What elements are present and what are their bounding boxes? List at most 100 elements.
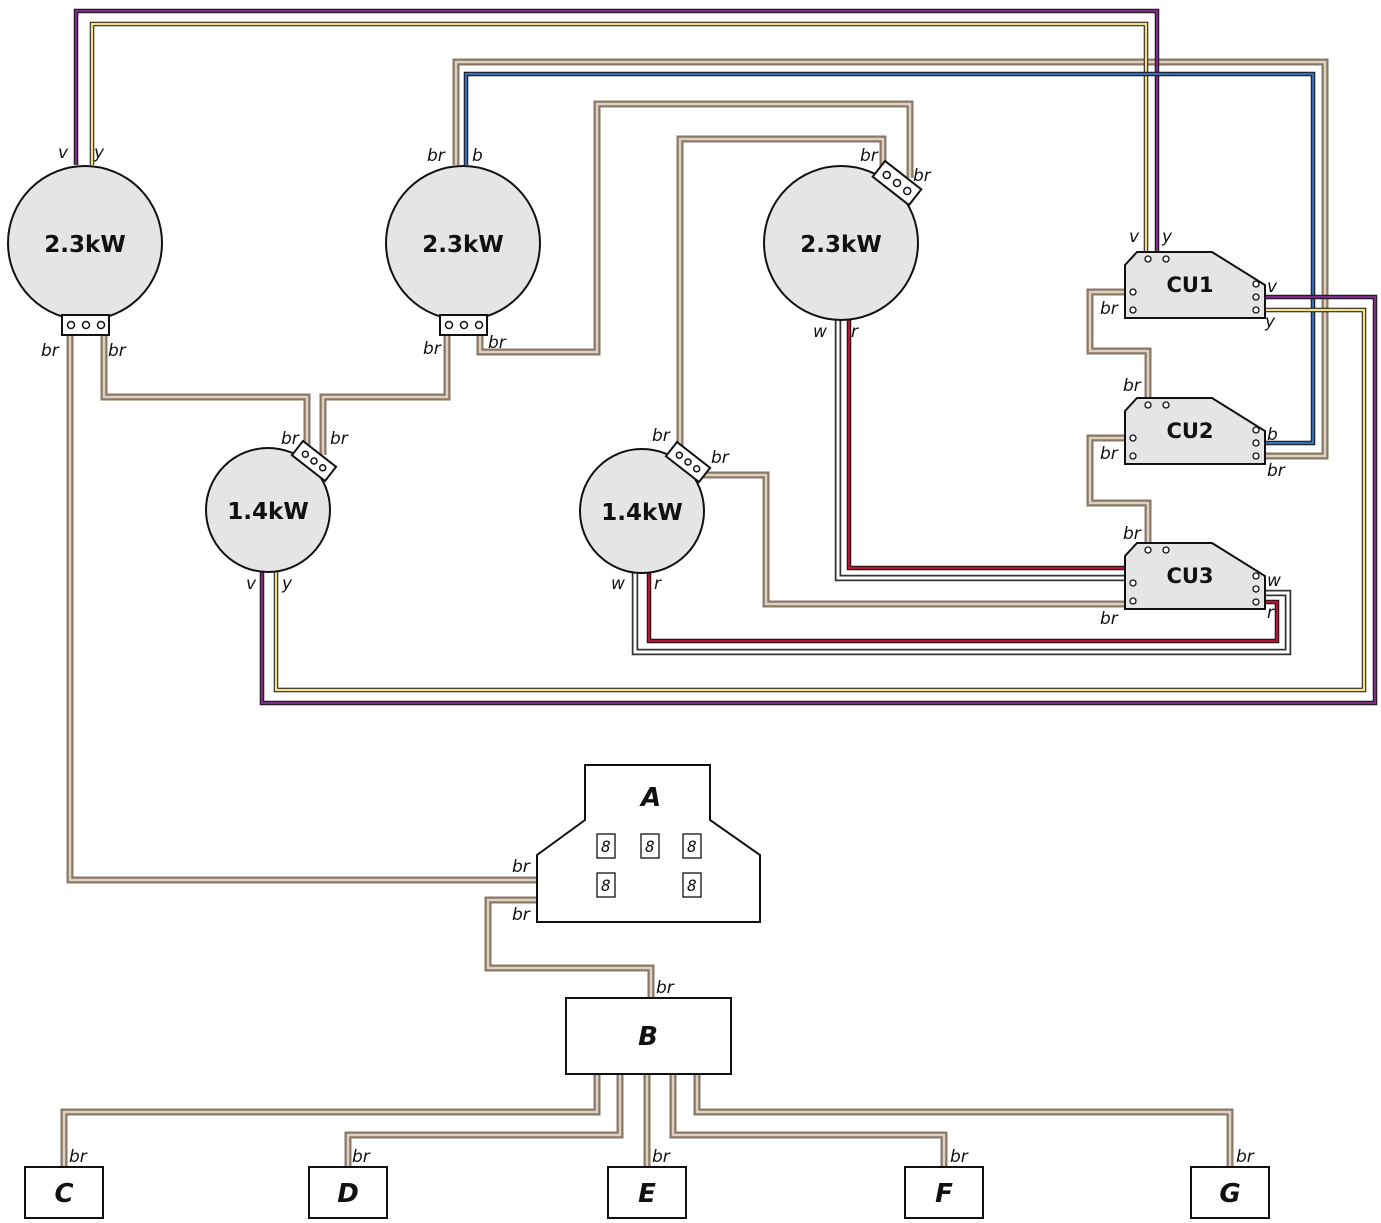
terminal-hole [1252, 452, 1260, 460]
display-digit [682, 833, 702, 859]
control-unit-cu2[interactable]: CU2 [1124, 397, 1266, 465]
heater-2-3kw-middle[interactable]: 2.3kW [385, 165, 541, 336]
unit-c-label: C [54, 1179, 73, 1209]
heater-1-4kw-right[interactable]: 1.4kW [579, 440, 712, 574]
wire-label-white: w [1267, 571, 1281, 591]
heater-body [579, 448, 705, 574]
heater-2-3kw-left[interactable]: 2.3kW [7, 165, 163, 336]
wire-label-brown: br [860, 146, 879, 166]
yellow-wire-outline [273, 307, 1367, 693]
terminal-hole [1252, 306, 1260, 314]
brown-wire-core [68, 335, 537, 882]
wire-label-blue: b [472, 146, 483, 166]
display-digit-value: 8 [687, 876, 697, 895]
heater-1-4kw-left[interactable]: 1.4kW [205, 439, 338, 573]
terminal-hole [1162, 255, 1170, 263]
terminal-hole [1129, 288, 1137, 296]
wire-label-brown: br [41, 341, 60, 361]
unit-e-label: E [638, 1179, 656, 1209]
wire-label-yellow: y [281, 574, 293, 594]
wire-label-yellow: y [93, 143, 105, 163]
wire-label-brown: br [652, 426, 671, 446]
unit-b[interactable]: B [565, 997, 732, 1075]
wire-label-brown: br [1123, 376, 1142, 396]
wire-label-brown: br [352, 1147, 371, 1167]
terminal-hole [81, 320, 91, 330]
terminal-hole [1162, 401, 1170, 409]
control-unit-cu3[interactable]: CU3 [1124, 542, 1266, 610]
control-unit-label: CU2 [1166, 419, 1213, 443]
unit-e[interactable]: E [607, 1166, 687, 1219]
white-wire [836, 320, 1125, 580]
heater-2-3kw-right[interactable]: 2.3kW [763, 159, 923, 321]
terminal-hole [1252, 598, 1260, 606]
wire-label-brown: br [1100, 609, 1119, 629]
unit-a[interactable]: A 8 8 8 8 8 [536, 764, 761, 923]
red-wire [647, 572, 1279, 643]
control-unit-body [1124, 542, 1266, 610]
display-digit-value: 8 [601, 837, 611, 856]
terminal-hole [1252, 572, 1260, 580]
heater-body [205, 447, 331, 573]
heater-label: 2.3kW [422, 232, 503, 258]
terminal-hole [1144, 255, 1152, 263]
display-digit-value: 8 [601, 876, 611, 895]
unit-c[interactable]: C [24, 1166, 104, 1219]
unit-g-label: G [1219, 1179, 1240, 1209]
wire-label-brown: br [108, 341, 127, 361]
display-digit-value: 8 [645, 837, 655, 856]
brown-wire [344, 1074, 624, 1167]
terminal-hole [444, 320, 454, 330]
unit-d-label: D [337, 1179, 359, 1209]
wire-label-brown: br [1100, 444, 1119, 464]
heater-body [763, 165, 919, 321]
display-digit [682, 872, 702, 898]
control-unit-label: CU3 [1166, 564, 1213, 588]
unit-g[interactable]: G [1190, 1166, 1270, 1219]
white-wire [633, 572, 1290, 654]
display-digit [640, 833, 660, 859]
yellow-wire-outline [89, 21, 1149, 252]
yellow-wire [274, 308, 1366, 692]
terminal-hole [1129, 597, 1137, 605]
red-wire [847, 320, 1125, 570]
terminal-hole [1252, 439, 1260, 447]
unit-f[interactable]: F [904, 1166, 984, 1219]
brown-wire-core [346, 1074, 622, 1167]
terminal-hole [1129, 434, 1137, 442]
wire-label-brown: br [950, 1147, 969, 1167]
brown-wire-core [678, 137, 885, 450]
wire-label-violet: v [58, 143, 69, 163]
wire-label-violet: v [1129, 227, 1140, 247]
heater-terminal-block [664, 440, 712, 484]
white-wire-outline [834, 320, 1125, 582]
terminal-hole [1129, 452, 1137, 460]
brown-wire-core [102, 335, 309, 455]
wire-label-brown: br [512, 857, 531, 877]
brown-wire-core [695, 1074, 1232, 1167]
yellow-wire [90, 22, 1148, 252]
heater-label: 1.4kW [227, 499, 308, 525]
unit-d[interactable]: D [308, 1166, 388, 1219]
red-wire-outline [846, 320, 1125, 571]
wire-label-brown: br [1100, 299, 1119, 319]
violet-wire [74, 9, 1159, 252]
unit-c-body [24, 1166, 104, 1219]
unit-f-label: F [935, 1179, 953, 1209]
wire-label-red: r [654, 574, 662, 594]
control-unit-cu1[interactable]: CU1 [1124, 251, 1266, 319]
unit-d-body [308, 1166, 388, 1219]
wire-label-yellow: y [1264, 312, 1276, 332]
heater-terminal-block [290, 439, 338, 483]
terminal-hole [1252, 280, 1260, 288]
wire-label-red: r [1267, 603, 1275, 623]
wire-labels-layer: v y br br br b br br br br w r br br v y… [41, 143, 1286, 1167]
brown-wire-core [486, 898, 653, 998]
terminal-hole [459, 320, 469, 330]
terminal-hole [1129, 579, 1137, 587]
control-unit-body [1124, 397, 1266, 465]
heater-label: 2.3kW [800, 232, 881, 258]
terminal-hole [1144, 546, 1152, 554]
wire-label-brown: br [330, 429, 349, 449]
